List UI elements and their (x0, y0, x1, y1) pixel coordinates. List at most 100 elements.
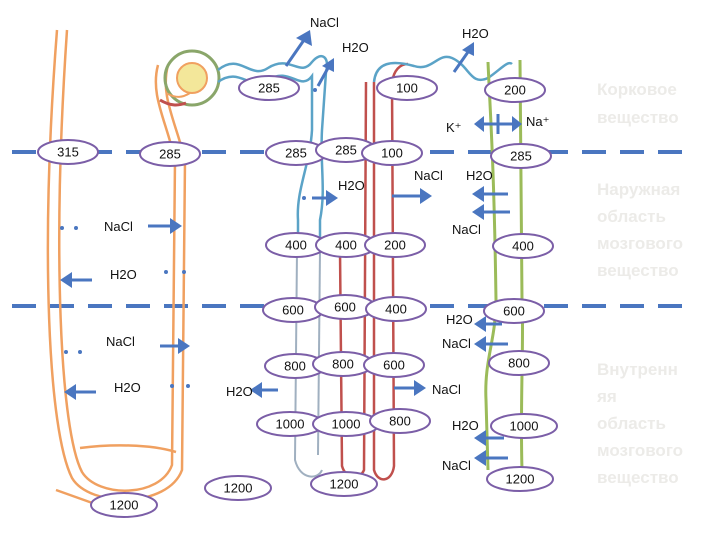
value-oval-1200-cd: 1200 (486, 466, 554, 492)
svg-text:1000: 1000 (276, 417, 305, 432)
svg-text:400: 400 (335, 238, 357, 253)
svg-text:400: 400 (385, 302, 407, 317)
svg-text:1000: 1000 (510, 419, 539, 434)
arrow-h2o-left-2 (64, 384, 190, 400)
label-h2o-loop-inner: H2O (226, 384, 253, 399)
svg-text:область: область (597, 414, 666, 433)
vasa-recta-loop (46, 29, 187, 507)
zone-label-cortex: Корковое вещество (597, 80, 679, 127)
label-nacl-asc: NaCl (414, 168, 443, 183)
value-oval-800-asc: 800 (369, 408, 431, 434)
glomerulus (159, 49, 221, 107)
label-h2o-cd-inner1: H2O (446, 312, 473, 327)
value-oval-285-dct: 285 (490, 143, 552, 169)
label-h2o-desc: H2O (338, 178, 365, 193)
value-oval-285-pct: 285 (265, 140, 327, 166)
value-oval-800-cd: 800 (488, 350, 550, 376)
value-oval-1200-left: 1200 (204, 475, 272, 501)
value-oval-100-top: 100 (376, 75, 438, 101)
label-k-ion: K⁺ (446, 120, 462, 135)
value-oval-200-asc: 200 (364, 232, 426, 258)
svg-text:200: 200 (504, 83, 526, 98)
arrow-h2o-cd-inner2 (474, 430, 504, 446)
svg-text:800: 800 (389, 414, 411, 429)
svg-text:вещество: вещество (597, 468, 679, 487)
svg-text:Наружная: Наружная (597, 180, 680, 199)
svg-text:800: 800 (332, 357, 354, 372)
arrow-nacl-cd-inner1 (474, 336, 508, 352)
svg-text:1200: 1200 (224, 481, 253, 496)
svg-text:285: 285 (159, 147, 181, 162)
label-h2o-left-2: H2O (114, 380, 141, 395)
label-nacl-left-1: NaCl (104, 219, 133, 234)
value-oval-400-cd: 400 (492, 233, 554, 259)
value-oval-400-mid: 400 (315, 232, 377, 258)
svg-text:мозгового: мозгового (597, 234, 683, 253)
value-oval-315: 315 (37, 139, 99, 165)
svg-text:600: 600 (503, 304, 525, 319)
value-oval-1200-duct: 1200 (90, 492, 158, 518)
svg-text:Корковое: Корковое (597, 80, 677, 99)
value-oval-1000-cd: 1000 (490, 413, 558, 439)
svg-text:область: область (597, 207, 666, 226)
arrow-nacl-asc (392, 188, 432, 204)
value-oval-800-desc: 800 (264, 353, 326, 379)
svg-text:Внутренн: Внутренн (597, 360, 678, 379)
arrow-h2o-loop-inner (250, 382, 278, 398)
arrow-h2o-cd-outer (472, 186, 508, 202)
label-nacl-cd-inner1: NaCl (442, 336, 471, 351)
svg-text:100: 100 (396, 81, 418, 96)
svg-text:600: 600 (334, 300, 356, 315)
svg-text:200: 200 (384, 238, 406, 253)
svg-text:400: 400 (512, 239, 534, 254)
value-oval-285-a: 285 (139, 141, 201, 167)
value-oval-200-dct: 200 (484, 77, 546, 103)
value-oval-400-asc: 400 (365, 296, 427, 322)
value-oval-600-asc: 600 (363, 352, 425, 378)
svg-text:1200: 1200 (110, 498, 139, 513)
value-oval-600-cd: 600 (483, 298, 545, 324)
proximal-tubule (217, 54, 329, 250)
svg-text:285: 285 (335, 143, 357, 158)
value-oval-600-mid: 600 (314, 294, 376, 320)
svg-text:яя: яя (596, 387, 617, 406)
svg-text:100: 100 (381, 146, 403, 161)
arrow-h2o-dct (452, 42, 474, 73)
value-oval-100: 100 (361, 140, 423, 166)
svg-text:400: 400 (285, 238, 307, 253)
svg-text:800: 800 (508, 356, 530, 371)
svg-text:315: 315 (57, 145, 79, 160)
value-oval-1000-mid: 1000 (312, 411, 380, 437)
label-nacl-cd-inner2: NaCl (442, 458, 471, 473)
svg-text:285: 285 (258, 81, 280, 96)
arrow-nacl-left-1 (60, 218, 182, 234)
arrow-h2o-cd-inner1 (474, 316, 502, 332)
arrow-nacl-top (284, 30, 312, 67)
label-na-ion: Na⁺ (526, 114, 549, 129)
zone-label-inner-medulla: Внутренн яя область мозгового вещество (596, 360, 683, 487)
svg-text:285: 285 (285, 146, 307, 161)
value-oval-1200-loop: 1200 (310, 471, 378, 497)
label-nacl-cd-outer: NaCl (452, 222, 481, 237)
arrow-k-na-exchange (474, 114, 522, 134)
arrow-nacl-cd-outer (472, 204, 510, 220)
svg-text:285: 285 (510, 149, 532, 164)
label-nacl-top: NaCl (310, 15, 339, 30)
arrow-h2o-desc (302, 190, 338, 206)
svg-text:1200: 1200 (330, 477, 359, 492)
svg-text:1200: 1200 (506, 472, 535, 487)
label-h2o-cd-inner2: H2O (452, 418, 479, 433)
label-h2o-cd-outer: H2O (466, 168, 493, 183)
label-h2o-left-1: H2O (110, 267, 137, 282)
arrow-nacl-loop-inner (394, 380, 426, 396)
distal-tubule (372, 55, 513, 83)
svg-text:600: 600 (282, 303, 304, 318)
arrow-h2o-top (313, 58, 334, 92)
arrow-nacl-cd-inner2 (474, 450, 508, 466)
svg-text:1000: 1000 (332, 417, 361, 432)
label-nacl-loop-inner: NaCl (432, 382, 461, 397)
arrow-nacl-left-2 (64, 338, 190, 354)
label-h2o-top: H2O (342, 40, 369, 55)
svg-text:800: 800 (284, 359, 306, 374)
